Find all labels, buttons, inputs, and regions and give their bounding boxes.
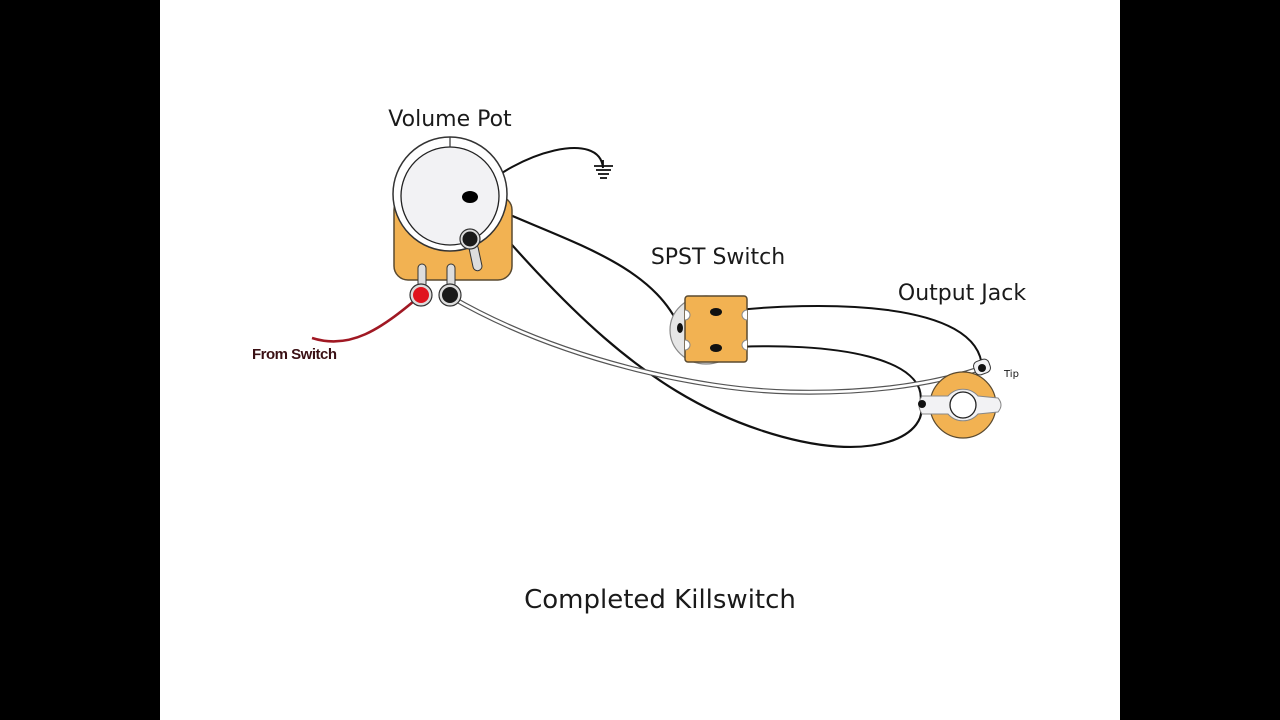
diagram-canvas: Volume Pot SPST Switch Output Jack Tip F… [160,0,1120,720]
switch-lug-bottom[interactable] [710,344,722,352]
hot-wire-from-switch [311,295,421,343]
wiring-diagram: Volume Pot SPST Switch Output Jack Tip F… [252,107,1026,615]
jack-tip-label: Tip [1003,369,1019,380]
spst-switch-label: SPST Switch [651,245,785,270]
wire-switch-to-jack-tip [717,304,983,369]
diagram-title: Completed Killswitch [524,585,796,615]
volume-pot[interactable] [392,136,513,307]
output-jack[interactable] [918,358,1002,439]
pot-face [400,146,500,246]
pot-center-terminal[interactable] [462,191,478,203]
pot-input-lug[interactable] [413,287,429,303]
jack-tip-terminal[interactable] [978,364,986,372]
wire-pot-to-jack-sleeve [471,199,923,448]
wire-switch-to-jack-sleeve [717,345,922,405]
spst-switch[interactable] [669,295,748,365]
pot-ground-lug[interactable] [462,231,478,247]
volume-pot-label: Volume Pot [388,107,512,132]
output-jack-label: Output Jack [898,281,1026,306]
from-switch-label: From Switch [252,346,337,363]
switch-body [684,295,748,363]
switch-lug-top[interactable] [710,308,722,316]
wire-pot-output-inner [450,295,983,394]
jack-sleeve-terminal[interactable] [918,400,926,408]
pot-output-lug[interactable] [442,287,458,303]
jack-hole [949,391,977,419]
ground-icon [594,160,613,179]
switch-notches [684,309,748,351]
switch-ground-lug[interactable] [677,323,683,333]
